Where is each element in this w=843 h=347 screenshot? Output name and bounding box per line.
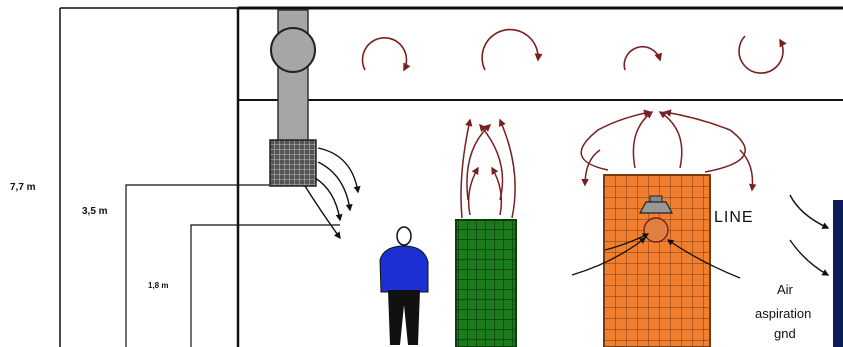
air-aspiration-label-2: aspiration — [755, 306, 811, 321]
green-server-rack — [455, 219, 517, 347]
lamp-icon — [638, 195, 674, 243]
diffuser-outflow-arrows — [304, 147, 361, 240]
ceiling-recirculation-arrows — [361, 28, 787, 74]
height-label-mid: 3,5 m — [82, 206, 108, 217]
green-rack-exhaust-arrows — [460, 118, 516, 219]
height-label-low: 1,8 m — [148, 281, 168, 290]
air-aspiration-label-3: gnd — [774, 326, 796, 341]
duct-diffuser — [269, 139, 317, 187]
orange-rack-exhaust-arrows — [580, 109, 757, 192]
height-label-total: 7,7 m — [10, 182, 36, 193]
ceiling-fan — [270, 27, 316, 73]
right-wall-panel — [833, 200, 843, 347]
dimension-lines — [125, 184, 340, 347]
aspiration-arrows — [571, 233, 741, 279]
person-figure — [379, 226, 429, 345]
right-inflow-arrows — [789, 194, 830, 276]
line-label: LINE — [714, 209, 754, 226]
building-outline — [59, 6, 843, 347]
air-aspiration-label-1: Air — [777, 282, 794, 297]
